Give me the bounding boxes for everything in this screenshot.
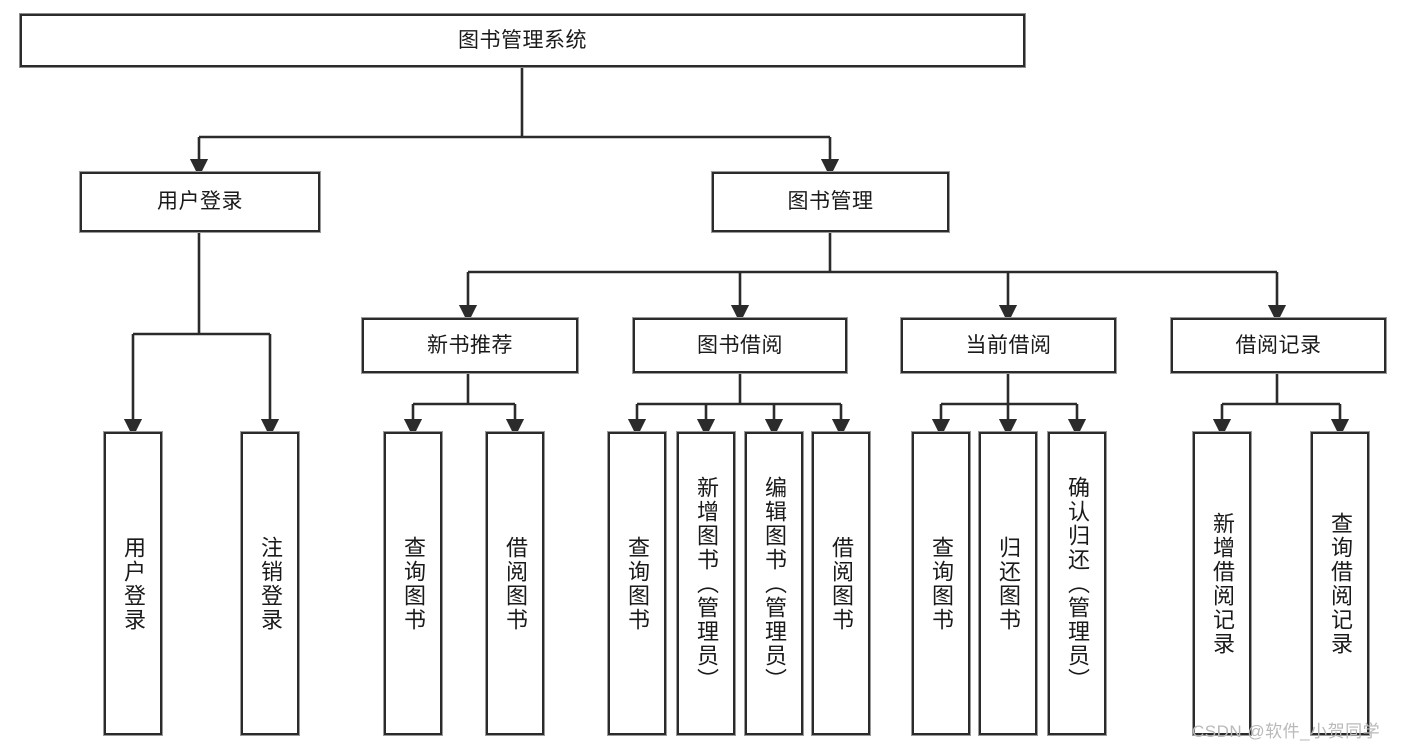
node-leaf-logout[interactable]: 注销登录 <box>241 432 299 735</box>
node-leaf-borrow-book-a[interactable]: 借阅图书 <box>486 432 544 735</box>
node-leaf-confirm-return[interactable]: 确认归还（管理员） <box>1048 432 1106 735</box>
node-new-book-recommendation[interactable]: 新书推荐 <box>362 318 578 373</box>
node-leaf-logout-label: 注销登录 <box>257 535 283 632</box>
node-leaf-query-book-a[interactable]: 查询图书 <box>384 432 442 735</box>
node-leaf-return-book-label: 归还图书 <box>995 535 1021 632</box>
node-leaf-add-book-label: 新增图书（管理员） <box>693 475 719 692</box>
node-leaf-confirm-return-label: 确认归还（管理员） <box>1064 475 1090 692</box>
node-leaf-add-record[interactable]: 新增借阅记录 <box>1193 432 1251 735</box>
node-leaf-return-book[interactable]: 归还图书 <box>979 432 1037 735</box>
node-leaf-edit-book-label: 编辑图书（管理员） <box>761 475 787 692</box>
node-leaf-query-record[interactable]: 查询借阅记录 <box>1311 432 1369 735</box>
node-leaf-borrow-book-b-label: 借阅图书 <box>828 535 854 632</box>
node-borrow-record-label: 借阅记录 <box>1235 333 1322 357</box>
node-leaf-add-book[interactable]: 新增图书（管理员） <box>677 432 735 735</box>
node-leaf-user-login-label: 用户登录 <box>120 535 146 632</box>
node-book-borrow[interactable]: 图书借阅 <box>633 318 847 373</box>
node-leaf-query-book-b[interactable]: 查询图书 <box>608 432 666 735</box>
node-leaf-add-record-label: 新增借阅记录 <box>1209 511 1235 656</box>
node-leaf-query-record-label: 查询借阅记录 <box>1327 511 1353 656</box>
node-current-borrow[interactable]: 当前借阅 <box>901 318 1116 373</box>
node-new-book-recommendation-label: 新书推荐 <box>427 333 513 357</box>
node-leaf-user-login[interactable]: 用户登录 <box>104 432 162 735</box>
node-leaf-query-book-b-label: 查询图书 <box>624 535 650 632</box>
node-leaf-query-book-a-label: 查询图书 <box>400 535 426 632</box>
node-leaf-query-book-c-label: 查询图书 <box>928 535 954 632</box>
node-borrow-record[interactable]: 借阅记录 <box>1171 318 1386 373</box>
node-leaf-borrow-book-a-label: 借阅图书 <box>502 535 528 632</box>
node-root[interactable]: 图书管理系统 <box>20 14 1025 67</box>
node-leaf-query-book-c[interactable]: 查询图书 <box>912 432 970 735</box>
node-user-login-label: 用户登录 <box>157 190 243 214</box>
node-root-label: 图书管理系统 <box>458 28 587 52</box>
node-current-borrow-label: 当前借阅 <box>965 333 1052 357</box>
node-book-borrow-label: 图书借阅 <box>697 333 783 357</box>
node-leaf-borrow-book-b[interactable]: 借阅图书 <box>812 432 870 735</box>
node-book-manage[interactable]: 图书管理 <box>712 172 949 232</box>
node-leaf-edit-book[interactable]: 编辑图书（管理员） <box>745 432 803 735</box>
node-book-manage-label: 图书管理 <box>787 190 874 214</box>
node-user-login[interactable]: 用户登录 <box>80 172 320 232</box>
